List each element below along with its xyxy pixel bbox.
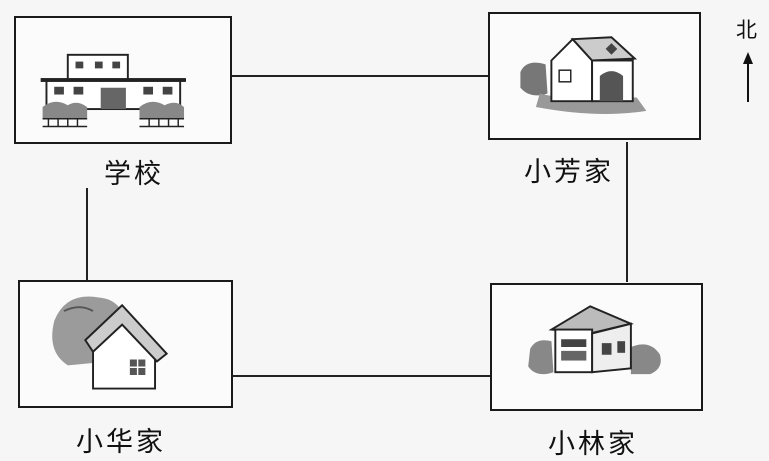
house-icon — [528, 305, 661, 375]
xiaofang-home-label: 小芳家 — [524, 157, 614, 188]
house-icon — [52, 296, 169, 390]
xiaohua-home-box[interactable] — [18, 280, 233, 408]
house-icon — [520, 36, 647, 114]
north-arrow-icon — [743, 52, 753, 102]
road-xiaohua-xiaolin — [232, 375, 490, 377]
road-school-xiaohua — [86, 188, 88, 280]
xiaolin-home-box[interactable] — [490, 283, 703, 411]
xiaofang-home-box[interactable] — [488, 12, 701, 140]
school-building-icon — [40, 53, 186, 128]
road-school-xiaofang — [232, 75, 488, 77]
school-box[interactable] — [14, 16, 232, 144]
xiaohua-home-label: 小华家 — [76, 427, 166, 458]
road-xiaofang-xiaolin — [626, 142, 628, 282]
north-indicator: 北 — [734, 14, 766, 104]
xiaolin-home-label: 小林家 — [548, 429, 638, 460]
north-label: 北 — [736, 18, 757, 42]
school-label: 学校 — [104, 159, 164, 190]
